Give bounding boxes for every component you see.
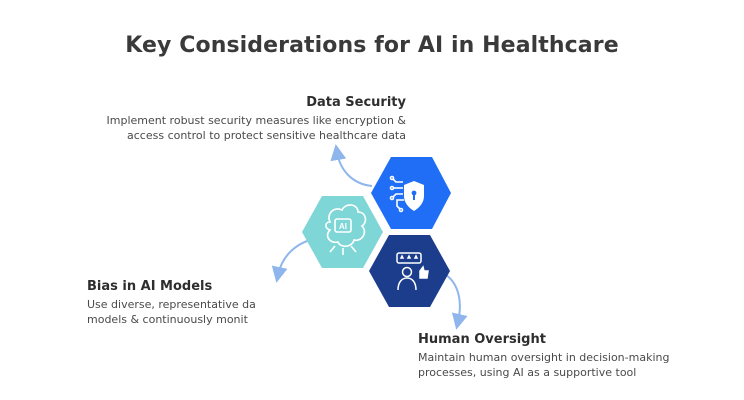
data-security-desc-line-1: Implement robust security measures like … <box>106 114 406 127</box>
page-title: Key Considerations for AI in Healthcare <box>125 33 619 58</box>
arrow-to-data-security <box>330 144 373 187</box>
data-security-heading: Data Security <box>306 95 406 110</box>
bias-block: Bias in AI Models Use diverse, represent… <box>87 279 267 327</box>
human-oversight-block: Human Oversight Maintain human oversight… <box>418 332 718 380</box>
person-rating-thumbs-up-icon <box>396 252 429 291</box>
data-security-desc-line-2: access control to protect sensitive heal… <box>127 129 406 142</box>
bias-description: Use diverse, representative da models & … <box>87 297 263 327</box>
human-desc-line-1: Maintain human oversight in decision-mak… <box>418 351 670 364</box>
human-oversight-hexagon <box>369 235 450 307</box>
data-security-hexagon <box>371 157 451 229</box>
data-security-block: Data Security Implement robust security … <box>46 95 406 143</box>
human-oversight-description: Maintain human oversight in decision-mak… <box>418 350 718 380</box>
bias-heading: Bias in AI Models <box>87 279 213 294</box>
bias-desc-line-1: Use diverse, representative da <box>87 298 256 311</box>
human-desc-line-2: processes, using AI as a supportive tool <box>418 366 637 379</box>
circuit-shield-lock-icon <box>389 175 424 213</box>
data-security-description: Implement robust security measures like … <box>46 113 406 143</box>
bias-hexagon: AI <box>302 196 383 268</box>
human-oversight-heading: Human Oversight <box>418 332 546 347</box>
bias-desc-line-2: models & continuously monit <box>87 313 248 326</box>
ai-brain-icon <box>325 204 367 255</box>
ai-badge-text: AI <box>339 222 347 231</box>
